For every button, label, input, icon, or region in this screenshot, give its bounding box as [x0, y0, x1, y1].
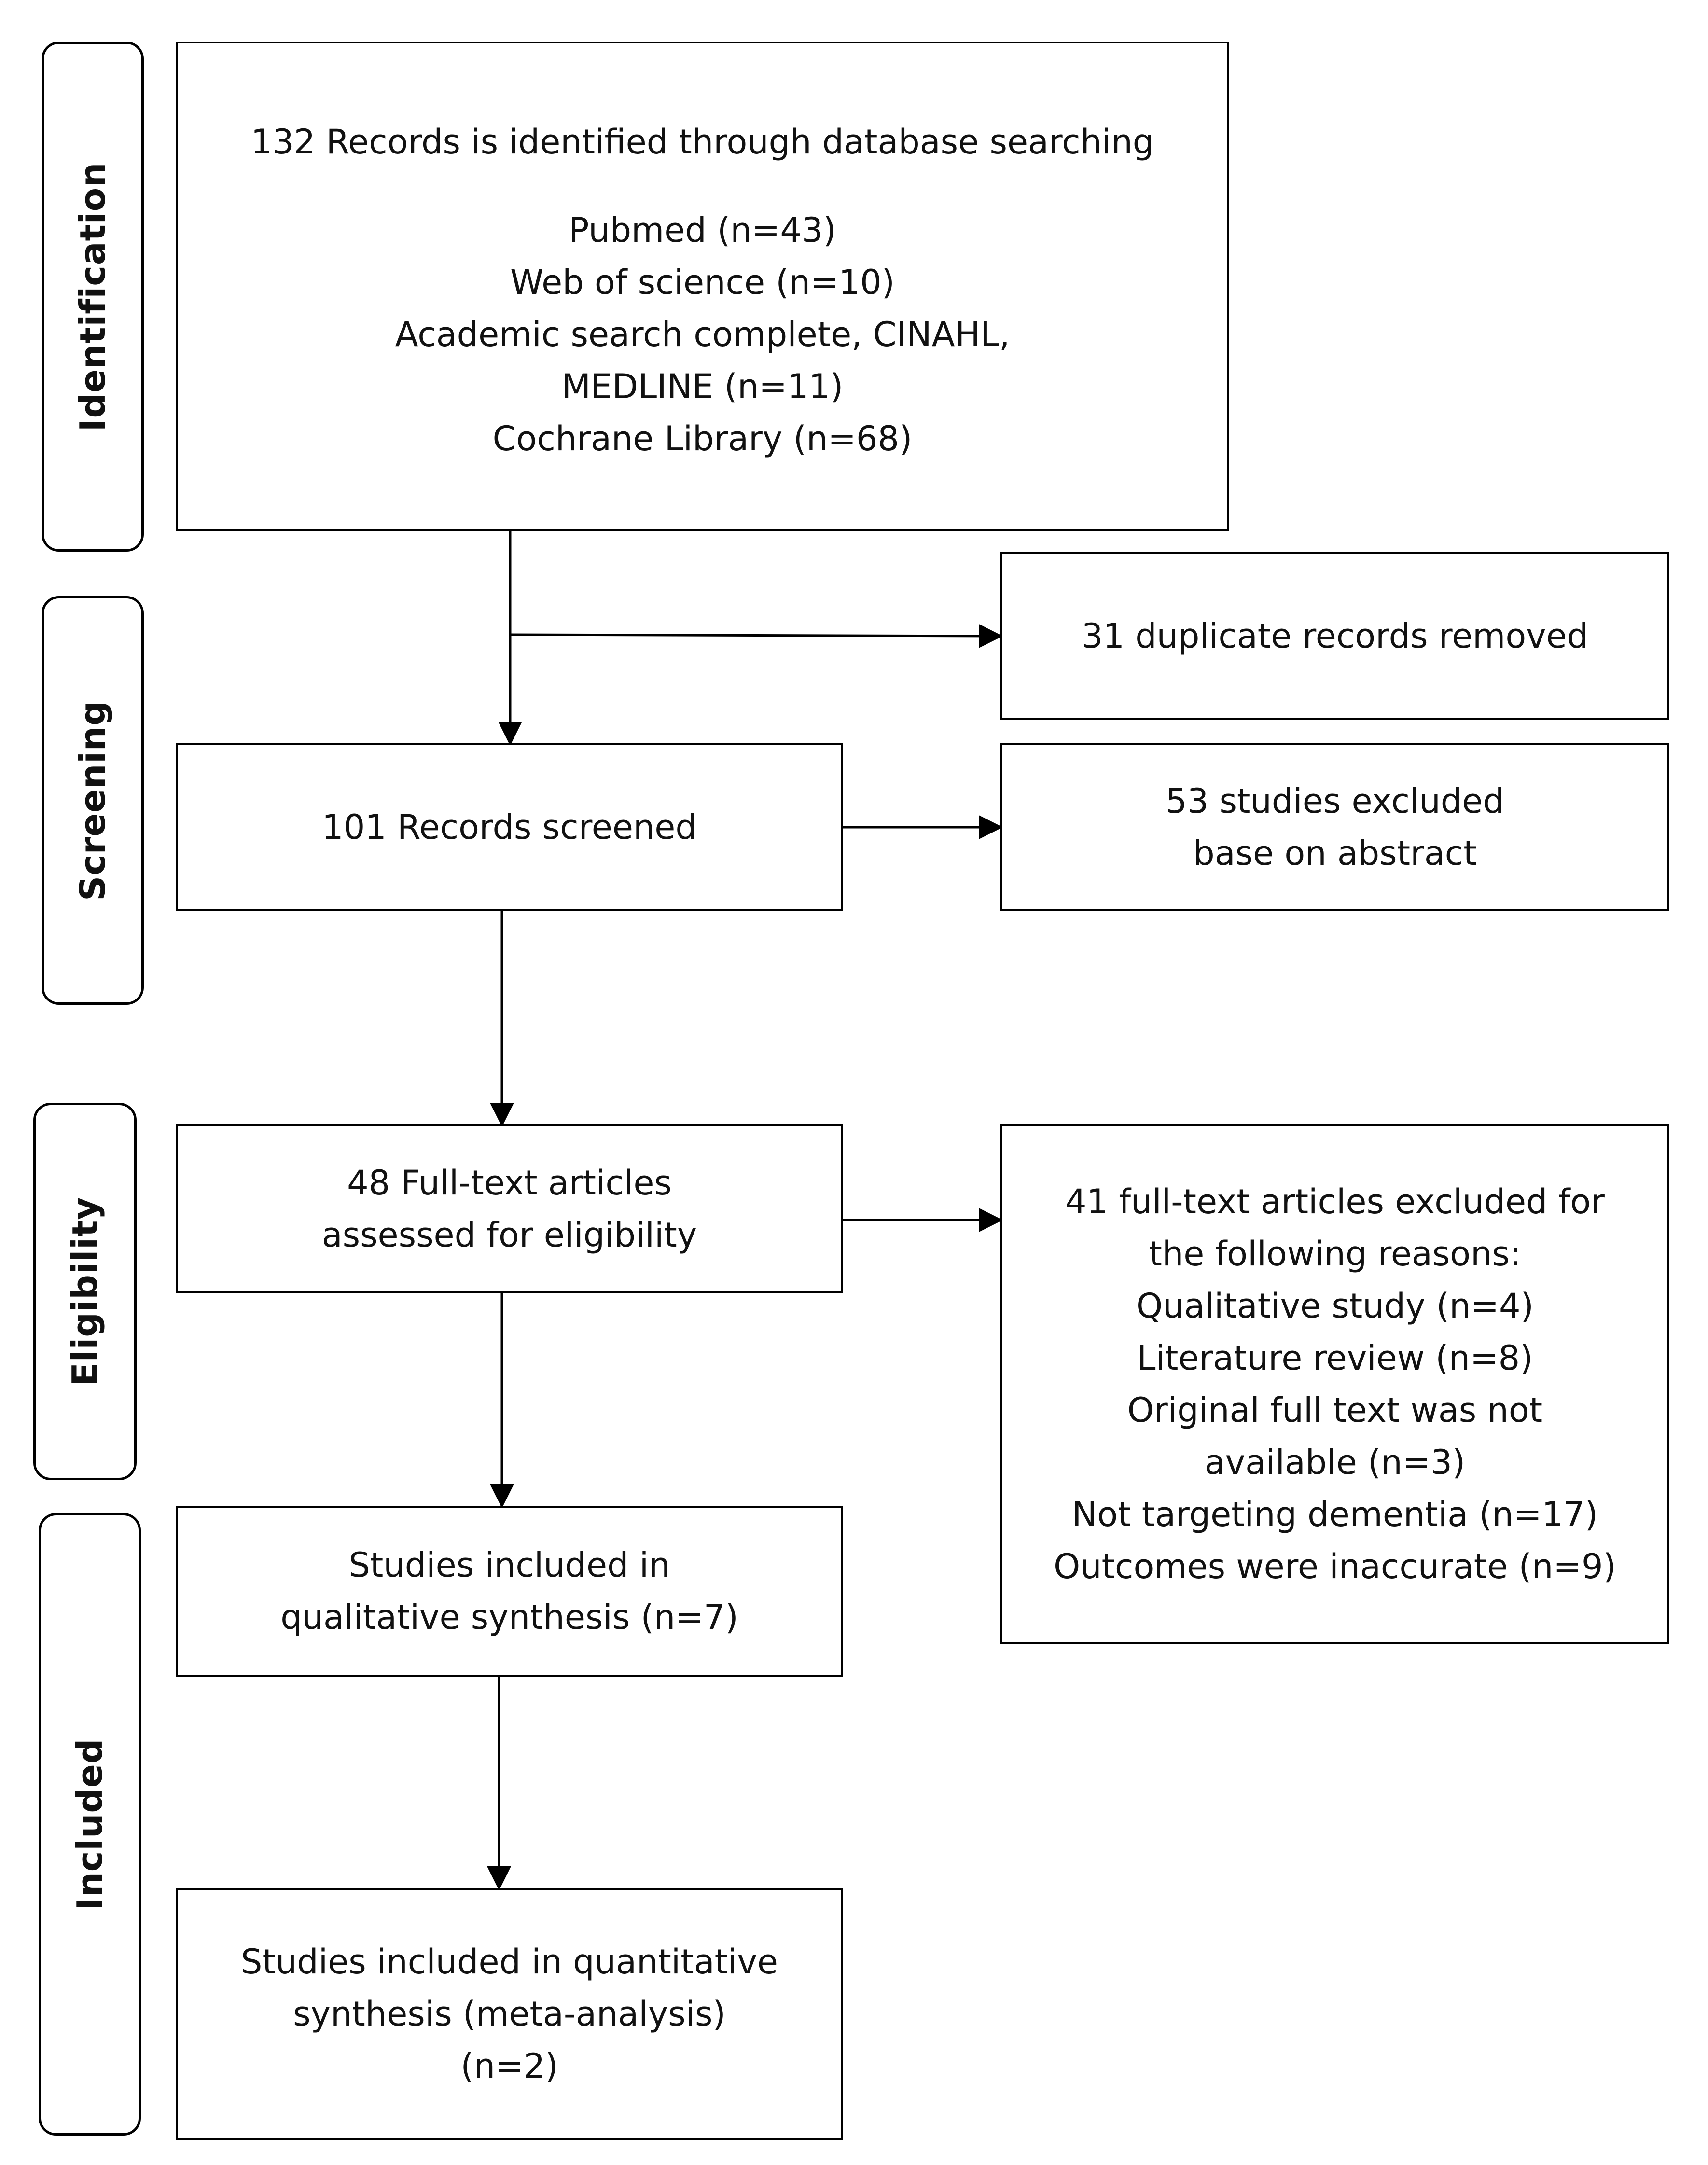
records-identified-heading: 132 Records is identified through databa…: [250, 122, 1154, 162]
box-fulltext-assessed: 48 Full-text articles assessed for eligi…: [176, 1124, 843, 1293]
database-source-list: Pubmed (n=43) Web of science (n=10) Acad…: [395, 204, 1010, 465]
source-line: Pubmed (n=43): [569, 210, 836, 250]
duplicates-line: 31 duplicate records removed: [1081, 616, 1589, 656]
phase-eligibility: Eligibility: [33, 1103, 137, 1480]
screened-line: 101 Records screened: [322, 807, 697, 847]
arrow-to-duplicates: [510, 624, 1003, 648]
exclusion-reason: Literature review (n=8): [1137, 1338, 1533, 1378]
exclusion-reason: Qualitative study (n=4): [1136, 1286, 1534, 1326]
source-line: Cochrane Library (n=68): [492, 419, 913, 458]
box-records-identified: 132 Records is identified through databa…: [176, 42, 1229, 531]
phase-screening-label: Screening: [72, 700, 113, 901]
excluded-fulltext-line: the following reasons:: [1149, 1234, 1521, 1274]
phase-identification-label: Identification: [72, 162, 113, 431]
phase-eligibility-label: Eligibility: [65, 1196, 105, 1387]
box-excluded-abstract: 53 studies excluded base on abstract: [1000, 743, 1669, 911]
box-records-screened: 101 Records screened: [176, 743, 843, 911]
excluded-fulltext-line: 41 full-text articles excluded for: [1065, 1182, 1605, 1221]
box-duplicates-removed: 31 duplicate records removed: [1000, 552, 1669, 720]
box-quantitative-synthesis: Studies included in quantitative synthes…: [176, 1888, 843, 2140]
source-line: Web of science (n=10): [510, 263, 895, 302]
source-line: Academic search complete, CINAHL,: [395, 315, 1010, 354]
phase-identification: Identification: [42, 42, 144, 552]
quantitative-line: synthesis (meta-analysis): [293, 1994, 726, 2034]
fulltext-line: 48 Full-text articles: [347, 1163, 672, 1203]
excluded-abstract-line: base on abstract: [1193, 833, 1477, 873]
qualitative-line: Studies included in: [348, 1545, 670, 1585]
fulltext-line: assessed for eligibility: [321, 1215, 697, 1255]
quantitative-line: (n=2): [460, 2046, 558, 2086]
exclusion-reason: available (n=3): [1204, 1443, 1466, 1482]
exclusion-reason: Not targeting dementia (n=17): [1071, 1495, 1598, 1534]
box-fulltext-excluded: 41 full-text articles excluded for the f…: [1000, 1124, 1669, 1644]
quantitative-line: Studies included in quantitative: [241, 1942, 778, 1982]
qualitative-line: qualitative synthesis (n=7): [280, 1597, 738, 1637]
source-line: MEDLINE (n=11): [561, 367, 844, 406]
exclusion-reason: Original full text was not: [1127, 1390, 1543, 1430]
excluded-abstract-line: 53 studies excluded: [1166, 781, 1504, 821]
box-qualitative-synthesis: Studies included in qualitative synthesi…: [176, 1506, 843, 1677]
phase-screening: Screening: [42, 596, 144, 1005]
phase-included: Included: [39, 1513, 141, 2136]
exclusion-reason: Outcomes were inaccurate (n=9): [1054, 1547, 1616, 1586]
phase-included-label: Included: [69, 1738, 110, 1911]
